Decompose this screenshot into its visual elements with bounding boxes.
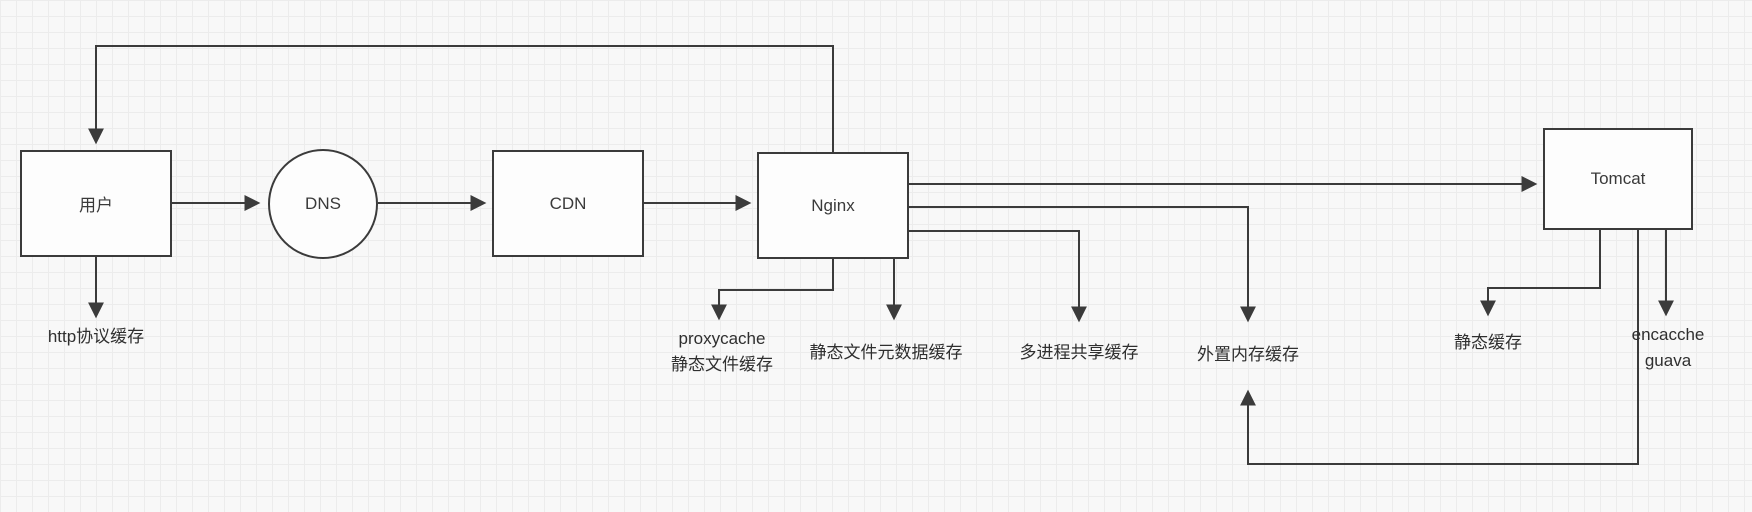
label-proxycache: proxycache 静态文件缓存	[671, 326, 773, 378]
connector-nginx-proxycache	[711, 259, 834, 321]
node-nginx-label: Nginx	[811, 195, 855, 215]
label-external-memory-cache-text: 外置内存缓存	[1197, 345, 1299, 364]
label-http-cache: http协议缓存	[48, 324, 144, 350]
node-cdn-label: CDN	[549, 193, 587, 213]
node-tomcat-label: Tomcat	[1590, 169, 1646, 188]
label-static-meta-cache: 静态文件元数据缓存	[810, 340, 963, 366]
label-proxycache-line1: proxycache	[678, 329, 766, 348]
label-encacche-line2: guava	[1644, 351, 1692, 370]
label-static-cache-text: 静态缓存	[1454, 333, 1522, 352]
label-static-cache: 静态缓存	[1454, 330, 1522, 356]
node-dns-label: DNS	[305, 194, 341, 213]
label-http-cache-text: http协议缓存	[47, 327, 145, 346]
node-dns[interactable]: DNS	[268, 149, 378, 259]
label-external-memory-cache: 外置内存缓存	[1197, 342, 1299, 368]
connector-nginx-multiprocess	[909, 230, 1087, 323]
connector-nginx-user-feedback	[88, 45, 834, 152]
label-encacche-guava: encacche guava	[1632, 322, 1705, 374]
connector-nginx-externalmem	[909, 206, 1256, 323]
label-multiprocess-shared-cache: 多进程共享缓存	[1020, 340, 1139, 366]
node-user[interactable]: 用户	[20, 150, 172, 257]
node-user-label: 用户	[79, 196, 113, 215]
label-encacche-line1: encacche	[1631, 325, 1705, 344]
node-nginx[interactable]: Nginx	[757, 152, 909, 259]
label-static-meta-cache-text: 静态文件元数据缓存	[809, 343, 963, 362]
label-proxycache-line2: 静态文件缓存	[671, 355, 773, 374]
connector-tomcat-externalmem-feedback	[1240, 230, 1639, 465]
node-cdn[interactable]: CDN	[492, 150, 644, 257]
node-tomcat[interactable]: Tomcat	[1543, 128, 1693, 230]
label-multiprocess-shared-cache-text: 多进程共享缓存	[1019, 343, 1139, 362]
connector-tomcat-staticcache	[1480, 230, 1601, 317]
